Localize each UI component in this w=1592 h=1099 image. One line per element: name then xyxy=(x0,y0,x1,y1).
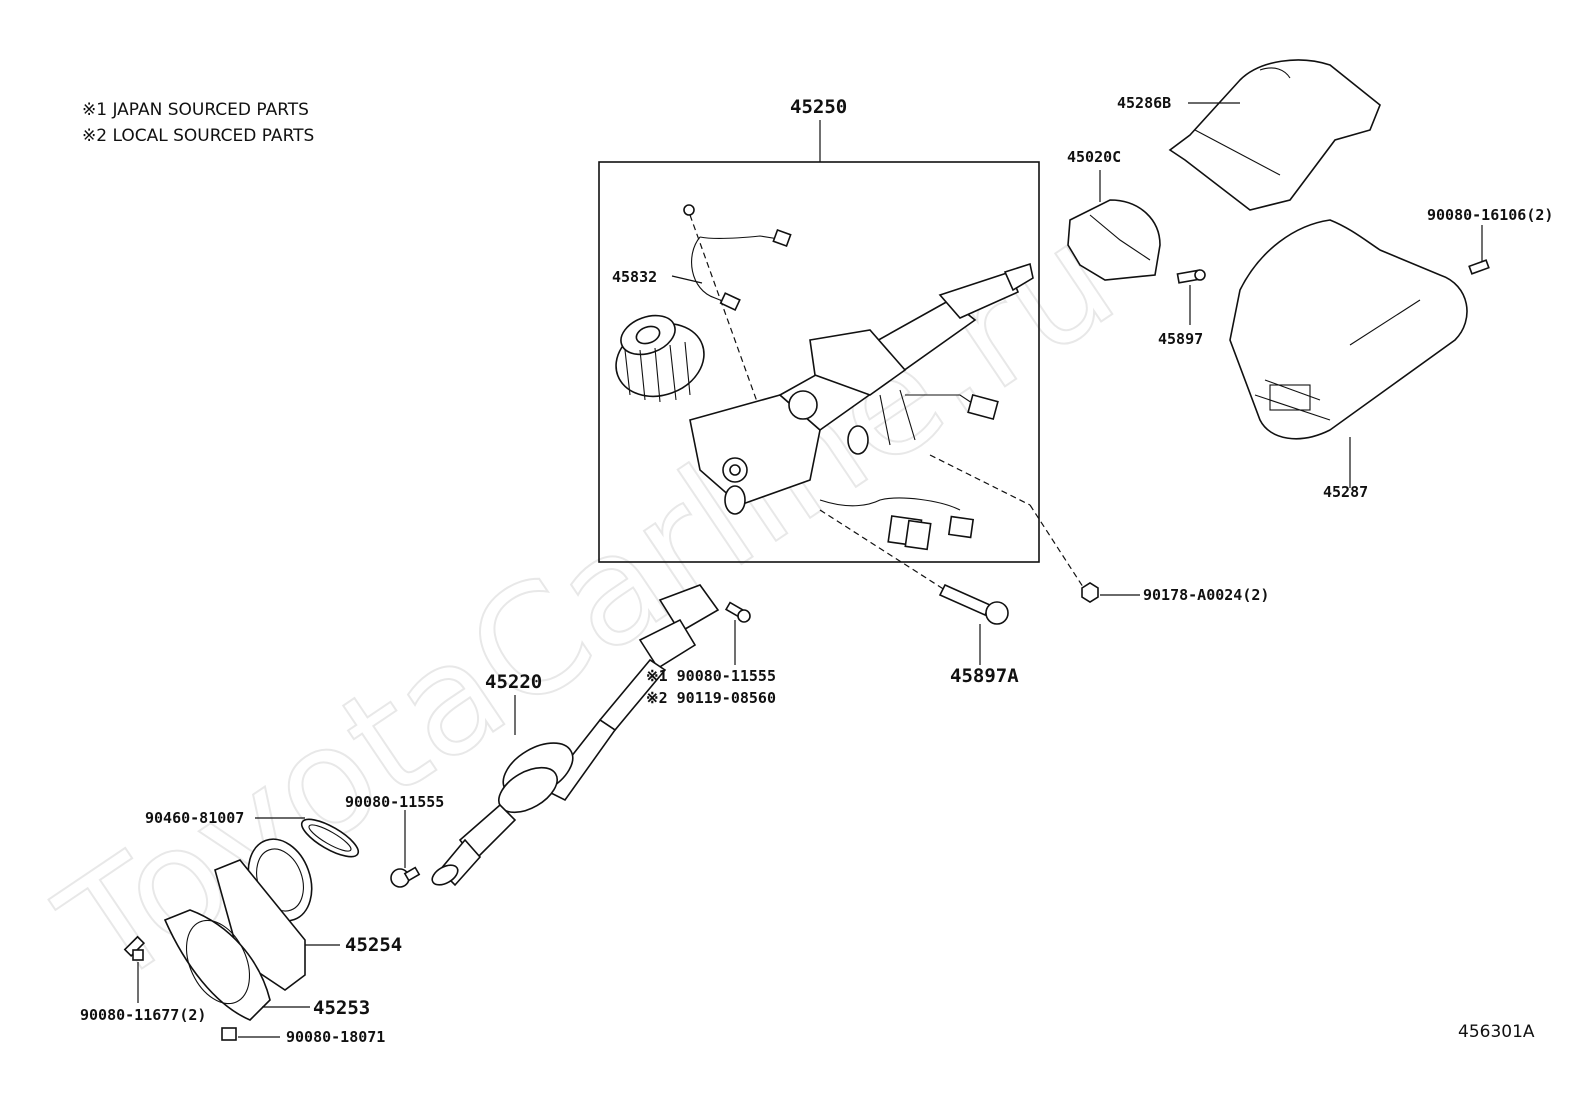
sensor-45020C[interactable] xyxy=(1067,199,1161,281)
label-90119-08560[interactable]: ※2 90119-08560 xyxy=(646,689,776,707)
label-45020C[interactable]: 45020C xyxy=(1067,148,1121,166)
pin-45897[interactable] xyxy=(1176,269,1206,284)
label-90080-11555[interactable]: 90080-11555 xyxy=(345,793,444,811)
screw-90080-16106[interactable] xyxy=(1468,259,1490,275)
label-45250[interactable]: 45250 xyxy=(790,96,847,118)
label-90460-81007[interactable]: 90460-81007 xyxy=(145,809,244,827)
note-local-sourced: ※2 LOCAL SOURCED PARTS xyxy=(82,126,314,146)
upper-cover-45286B[interactable] xyxy=(1168,59,1381,211)
label-45253[interactable]: 45253 xyxy=(313,997,370,1019)
intermediate-shaft-45220[interactable] xyxy=(429,584,720,889)
label-90080-16106[interactable]: 90080-16106(2) xyxy=(1427,206,1553,224)
column-assembly-box xyxy=(598,161,1040,563)
diagram-code: 456301A xyxy=(1458,1022,1535,1042)
sensor-wire-45832[interactable] xyxy=(683,204,792,411)
bolt-90080-11555-japan[interactable] xyxy=(724,601,751,623)
label-45897A[interactable]: 45897A xyxy=(950,665,1019,687)
boot-45254[interactable] xyxy=(214,830,323,991)
label-45220[interactable]: 45220 xyxy=(485,671,542,693)
plate-45253[interactable] xyxy=(163,909,271,1021)
label-90080-18071[interactable]: 90080-18071 xyxy=(286,1028,385,1046)
label-45287[interactable]: 45287 xyxy=(1323,483,1368,501)
bolt-90080-11555[interactable] xyxy=(390,866,421,888)
bolt-45897A[interactable] xyxy=(938,583,1009,625)
clamp-90460-81007[interactable] xyxy=(297,812,363,863)
label-90080-11555-japan[interactable]: ※1 90080-11555 xyxy=(646,667,776,685)
bolt-90080-11677[interactable] xyxy=(123,935,146,961)
note-japan-sourced: ※1 JAPAN SOURCED PARTS xyxy=(82,100,309,120)
column-assembly-group: 45250 45832 xyxy=(598,96,1086,591)
bolt-90080-18071[interactable] xyxy=(221,1027,237,1041)
nut-90178[interactable] xyxy=(1081,582,1099,603)
label-45832[interactable]: 45832 xyxy=(612,268,657,286)
label-90080-11677[interactable]: 90080-11677(2) xyxy=(80,1006,206,1024)
lower-cover-45287[interactable] xyxy=(1229,219,1468,440)
label-45286B[interactable]: 45286B xyxy=(1117,94,1171,112)
label-90178-A0024[interactable]: 90178-A0024(2) xyxy=(1143,586,1269,604)
label-45897[interactable]: 45897 xyxy=(1158,330,1203,348)
label-45254[interactable]: 45254 xyxy=(345,934,402,956)
steering-column-body xyxy=(615,262,1086,591)
